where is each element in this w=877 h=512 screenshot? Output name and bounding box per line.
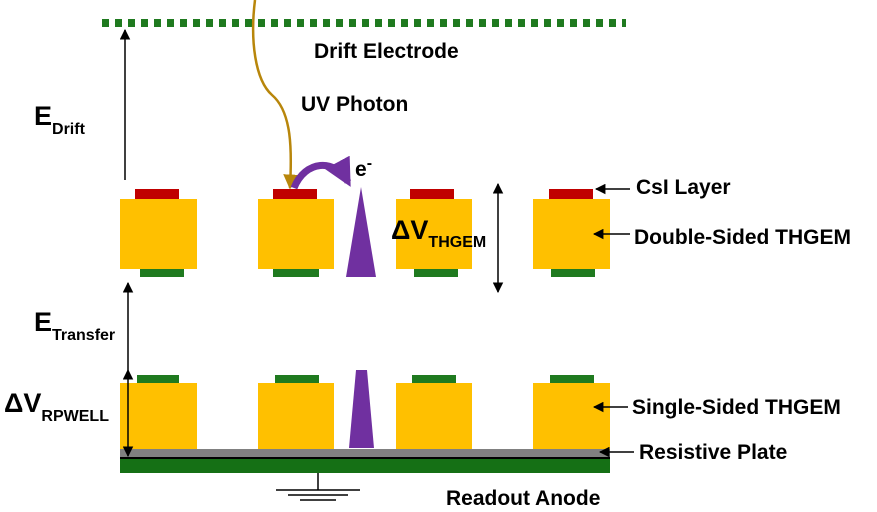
double-sided-thgem-row <box>120 189 610 277</box>
top-electrode <box>137 375 179 383</box>
bottom-electrode <box>414 269 458 277</box>
delta-v-thgem-label: ΔVTHGEM <box>391 215 486 251</box>
single-thgem-segment <box>120 375 197 449</box>
csi-pad <box>135 189 179 199</box>
bottom-electrode <box>551 269 595 277</box>
uv-photon-label: UV Photon <box>301 93 408 116</box>
double-thgem-segment <box>258 189 334 277</box>
csi-pad <box>273 189 317 199</box>
double-sided-thgem-label: Double-Sided THGEM <box>634 226 851 249</box>
top-electrode <box>550 375 594 383</box>
top-electrode <box>275 375 319 383</box>
double-thgem-segment <box>120 189 197 277</box>
thgem-body <box>258 383 334 449</box>
double-thgem-segment <box>396 189 472 277</box>
drift-electrode-label: Drift Electrode <box>314 40 459 63</box>
electron-label: e- <box>355 155 372 181</box>
top-electrode <box>412 375 456 383</box>
double-thgem-segment <box>533 189 610 277</box>
uv-photon-path <box>251 0 299 190</box>
resistive-plate-label: Resistive Plate <box>639 441 787 464</box>
e-drift-label: EDrift <box>34 101 86 138</box>
thgem-body <box>396 383 472 449</box>
readout-anode-label: Readout Anode <box>446 487 600 510</box>
ground-symbol-icon <box>276 473 360 501</box>
single-sided-thgem-label: Single-Sided THGEM <box>632 396 841 419</box>
thgem-body <box>396 199 472 269</box>
thgem-body <box>533 383 610 449</box>
csi-pad <box>410 189 454 199</box>
avalanche-upper <box>346 187 376 277</box>
csi-pad <box>549 189 593 199</box>
readout-anode <box>120 459 610 473</box>
single-thgem-segment <box>533 375 610 449</box>
single-thgem-segment <box>396 375 472 449</box>
single-thgem-segment <box>258 375 334 449</box>
e-transfer-label: ETransfer <box>34 307 115 344</box>
thgem-body <box>120 383 197 449</box>
delta-v-rpwell-label: ΔVRPWELL <box>4 388 109 425</box>
bottom-electrode <box>273 269 319 277</box>
bottom-electrode <box>140 269 184 277</box>
csi-layer-label: CsI Layer <box>636 176 731 199</box>
avalanche-lower <box>349 370 374 448</box>
single-sided-thgem-row <box>120 375 610 449</box>
thgem-body <box>258 199 334 269</box>
electron-path <box>290 155 352 190</box>
thgem-body <box>120 199 197 269</box>
resistive-plate <box>120 449 610 458</box>
